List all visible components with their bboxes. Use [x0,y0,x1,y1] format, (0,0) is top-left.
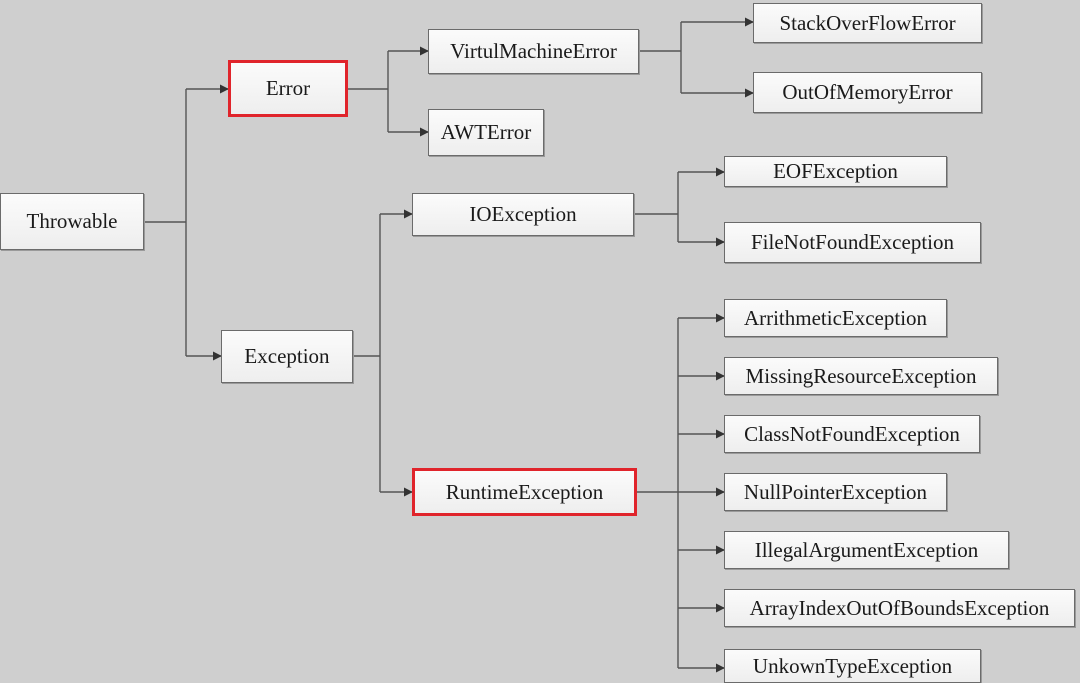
node-io-exception: IOException [412,193,634,236]
node-label: OutOfMemoryError [782,80,953,104]
node-label: NullPointerException [743,479,928,504]
node-label: Exception [244,344,330,368]
node-class-not-found-exception: ClassNotFoundException [724,415,980,453]
node-array-index-out-of-bounds-exception: ArrayIndexOutOfBoundsException [724,589,1075,627]
node-illegal-argument-exception: IllegalArgumentException [724,531,1009,569]
node-missing-resource-exception: MissingResourceException [724,357,998,395]
node-runtime-exception: RuntimeException [412,468,637,516]
node-label: RuntimeException [445,479,604,504]
node-awt-error: AWTError [428,109,544,156]
node-unknown-type-exception: UnkownTypeException [724,649,981,683]
node-label: AWTError [440,120,532,144]
node-label: UnkownTypeException [752,653,953,678]
node-label: Error [265,76,311,100]
node-label: FileNotFoundException [751,230,954,254]
node-file-not-found-exception: FileNotFoundException [724,222,981,263]
node-label: ArrayIndexOutOfBoundsException [749,595,1050,620]
node-label: EOFException [773,159,898,183]
node-virtual-machine-error: VirtulMachineError [428,29,639,74]
node-stack-overflow-error: StackOverFlowError [753,3,982,43]
node-label: MissingResourceException [745,363,977,388]
node-error: Error [228,60,348,117]
node-label: ArrithmeticException [743,305,928,330]
node-out-of-memory-error: OutOfMemoryError [753,72,982,113]
node-label: Throwable [26,209,118,233]
node-throwable: Throwable [0,193,144,250]
node-label: IOException [469,202,577,226]
node-label: ClassNotFoundException [744,421,960,446]
node-null-pointer-exception: NullPointerException [724,473,947,511]
node-arithmetic-exception: ArrithmeticException [724,299,947,337]
node-exception: Exception [221,330,353,383]
node-label: VirtulMachineError [450,39,617,63]
node-label: StackOverFlowError [779,10,956,35]
node-eof-exception: EOFException [724,156,947,187]
node-label: IllegalArgumentException [754,537,979,562]
